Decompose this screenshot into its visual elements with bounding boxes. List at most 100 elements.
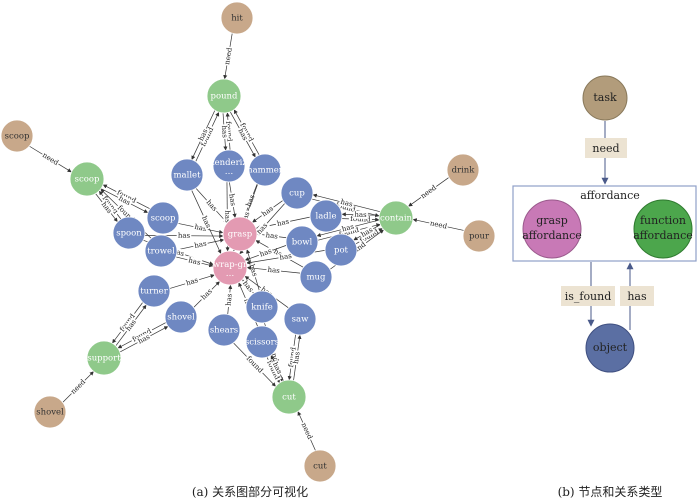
edge-label-need: need — [300, 422, 315, 442]
edge-label-has: has — [341, 222, 355, 233]
edge-label-group: need — [428, 219, 449, 231]
node-label-shovel_o: shovel — [167, 313, 195, 323]
node-ladle — [309, 199, 343, 233]
legend-function-affordance-node — [633, 199, 693, 259]
edge-label-group: has — [339, 222, 357, 234]
caption-left: (a) 关系图部分可视化 — [192, 484, 308, 499]
node-label-pound: pound — [211, 92, 239, 102]
node-label-scoop_o: scoop — [151, 214, 176, 224]
edge-label-group: has — [247, 262, 260, 279]
node-hit — [220, 1, 254, 35]
edge-label-group: has — [259, 203, 276, 219]
node-pound — [206, 78, 242, 114]
edge-label-group: has — [291, 350, 302, 366]
edge-label-found: found — [224, 121, 233, 142]
node-hammer — [248, 153, 282, 187]
node-label-trowel: trowel — [147, 247, 175, 257]
edge-label-group: has — [277, 251, 294, 262]
edge-label-has: has — [259, 247, 274, 259]
edge-label-has: has — [292, 351, 302, 365]
node-saw — [283, 302, 317, 336]
legend-need-label: need — [592, 142, 619, 155]
node-pour — [462, 219, 496, 253]
node-label-grasp: grasp — [228, 230, 253, 240]
node-scoop_o — [146, 201, 180, 235]
node-bowl — [285, 225, 319, 259]
edge-label-group: has — [266, 265, 282, 276]
legend-is-found-tag — [561, 286, 615, 306]
edge-label-group: need — [418, 183, 439, 201]
node-knife — [245, 290, 279, 324]
node-label-drink: drink — [452, 166, 476, 176]
node-label-scissors: scissors — [245, 338, 279, 348]
edge-label-found: found — [350, 215, 371, 224]
caption-right: (b) 节点和关系类型 — [558, 485, 663, 499]
node-label-support: support — [87, 354, 121, 364]
edge-label-has: has — [248, 263, 259, 277]
node-label-pot: pot — [334, 246, 349, 256]
legend-is-found-label: is_found — [565, 290, 612, 303]
legend-need-tag — [585, 138, 627, 158]
legend-task-node — [582, 75, 628, 121]
edge-label-group: has — [264, 230, 280, 241]
node-scoop_t — [0, 119, 34, 153]
node-label-mug: mug — [307, 273, 327, 283]
node-label-ladle: ladle — [316, 212, 337, 222]
edge-label-group: has — [244, 192, 258, 209]
node-pot — [324, 233, 358, 267]
edge-label-has: has — [265, 231, 279, 241]
edge-label-need: need — [223, 46, 234, 65]
node-scissors — [245, 325, 279, 359]
edge-label-has: has — [185, 276, 199, 287]
node-label-mallet: mallet — [173, 171, 201, 181]
node-shovel_o — [164, 300, 198, 334]
node-label-hit: hit — [231, 14, 243, 24]
node-label-tenderiz: tenderiz… — [211, 158, 247, 177]
edge-label-group: need — [68, 377, 88, 397]
node-turner — [137, 274, 171, 308]
graph-nodes: hitscoopdrinkpourshovelcutpoundscoopcont… — [0, 1, 496, 483]
node-label-saw: saw — [292, 315, 309, 325]
node-relation-legend: task need affordance grasp affordance fu… — [512, 75, 697, 373]
node-mug — [299, 260, 333, 294]
legend-has-label: has — [627, 290, 647, 303]
node-label-shovel_t: shovel — [36, 408, 64, 418]
edge-label-has: has — [225, 293, 234, 306]
legend-grasp-affordance-node — [522, 199, 582, 259]
edge-label-group: has — [176, 231, 192, 240]
node-scoop_a — [69, 161, 105, 197]
node-drink — [446, 153, 480, 187]
edge-label-found: found — [287, 346, 298, 368]
legend-affordance-title: affordance — [580, 189, 640, 202]
edge-label-has: has — [276, 217, 290, 227]
legend-grasp-line1: grasp — [536, 214, 568, 227]
node-label-cut_a: cut — [282, 393, 296, 403]
node-grasp — [222, 216, 258, 252]
node-trowel — [144, 234, 178, 268]
node-label-cup: cup — [289, 189, 305, 199]
edge-label-group: need — [222, 46, 234, 67]
edge-label-has: has — [178, 232, 191, 240]
node-label-cut_t: cut — [313, 462, 327, 472]
edge-label-has: has — [267, 266, 280, 275]
node-label-scoop_a: scoop — [75, 175, 100, 185]
edge-label-group: has — [192, 239, 209, 251]
edge-label-has: has — [223, 210, 231, 223]
node-cut_a — [271, 379, 307, 415]
edge-label-group: has — [338, 197, 355, 209]
node-mallet — [170, 158, 204, 192]
edge-label-group: has — [227, 192, 238, 208]
edge-label-group: has — [219, 124, 229, 140]
legend-object-label: object — [593, 341, 628, 354]
edge-label-need: need — [429, 219, 448, 231]
legend-has-tag — [620, 286, 654, 306]
node-spoon — [112, 216, 146, 250]
edge-label-has: has — [188, 256, 202, 267]
node-shovel_t — [33, 395, 67, 429]
edge-label-group: has — [186, 255, 203, 268]
node-shears — [207, 313, 241, 347]
edge-label-group: need — [299, 420, 315, 442]
node-label-hammer: hammer — [247, 166, 284, 176]
